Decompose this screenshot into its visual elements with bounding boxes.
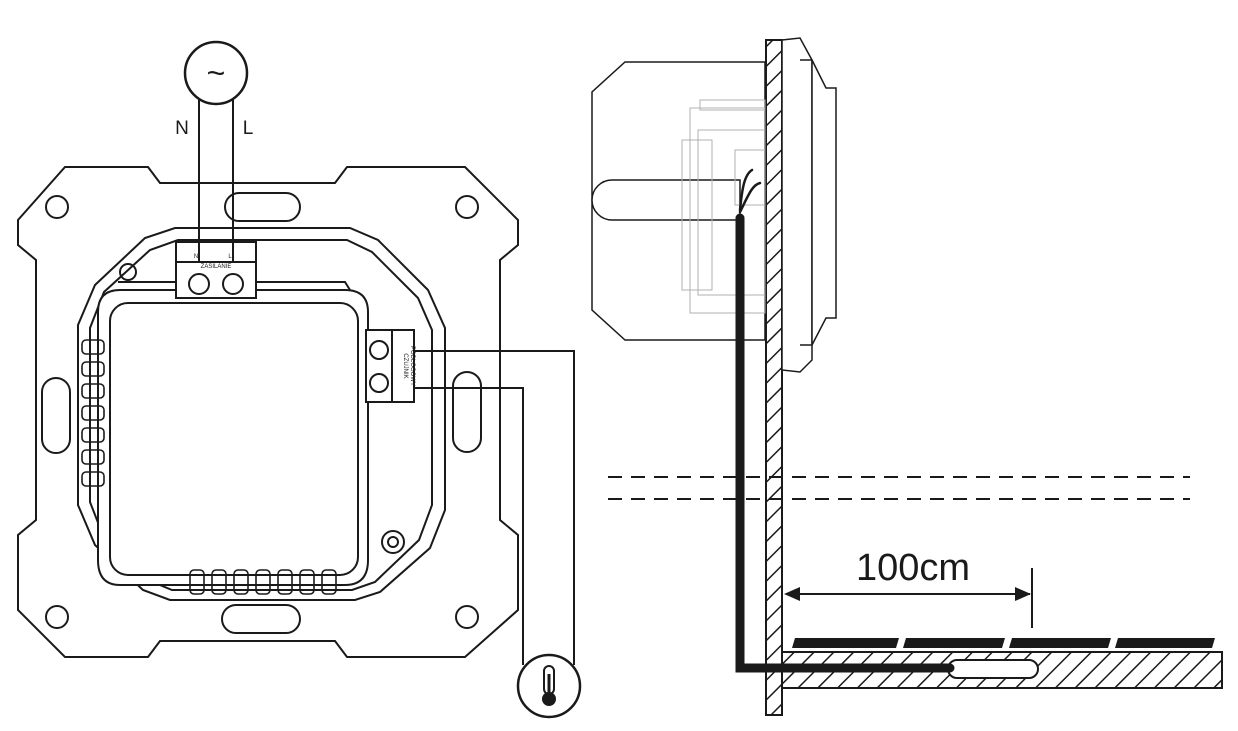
- terminal-label-sensor-1: CZUJNIK: [402, 353, 408, 378]
- screw-top-left: [119, 263, 137, 281]
- floor-sensor-probe: [947, 659, 1039, 679]
- frame-hole-br: [455, 605, 479, 629]
- screw-bottom-right: [381, 530, 405, 554]
- thermometer-icon: [516, 653, 582, 719]
- power-terminal-block: [175, 241, 257, 299]
- ac-symbol: ~: [207, 55, 226, 91]
- inner-mechanism: [681, 99, 766, 314]
- thermostat-back-view: [17, 166, 519, 658]
- front-frame: [781, 37, 813, 373]
- terminal-screw-sensor-1: [369, 340, 389, 360]
- distance-dimension: [784, 568, 1033, 628]
- sensor-cable: [735, 168, 955, 673]
- sensor-cable-lead-2: [738, 181, 762, 214]
- live-label: L: [243, 118, 254, 139]
- electronics-module: [97, 289, 369, 586]
- frame-slot-left: [41, 377, 71, 454]
- terminal-label-l: L: [228, 254, 232, 260]
- thermostat-side-view: [591, 37, 837, 373]
- terminal-label-power: ZASILANIE: [201, 264, 232, 270]
- dimension-arrow-left: [784, 587, 800, 601]
- terminal-labels: N L ZASILANIE CZUJNIK PODŁOGOWY: [194, 254, 415, 386]
- terminal-label-sensor-2: PODŁOGOWY: [409, 346, 415, 386]
- terminal-screw-sensor-2: [369, 373, 389, 393]
- sensor-cable-lead-1: [738, 168, 754, 212]
- terminal-label-n: N: [194, 254, 198, 260]
- frame-hole-tl: [45, 195, 69, 219]
- side-clips-bottom: [189, 569, 337, 595]
- front-cover: [811, 59, 837, 346]
- mounting-tube: [591, 179, 741, 221]
- frame-slot-right: [452, 371, 482, 453]
- sensor-cable-run: [735, 213, 955, 673]
- wall-section: [765, 39, 783, 716]
- cover-lip: [800, 59, 812, 346]
- frame-slot-top: [224, 192, 301, 222]
- section-break-lines: [608, 476, 1190, 500]
- terminal-screw-n: [188, 273, 210, 295]
- supply-wires: [198, 98, 234, 262]
- side-clips-left: [81, 339, 105, 487]
- screw-bottom-right-inner: [387, 536, 399, 548]
- terminal-screw-l: [222, 273, 244, 295]
- sensor-wire-2: [414, 387, 524, 665]
- neutral-label: N: [175, 118, 189, 139]
- frame-hole-bl: [45, 605, 69, 629]
- sensor-wires: [414, 350, 575, 665]
- frame-slot-bottom: [221, 604, 301, 634]
- sensor-terminal-block: [365, 329, 415, 403]
- thermostat-body-inner: [89, 239, 433, 591]
- floor-covering: [792, 638, 1215, 648]
- frame-hole-tr: [455, 195, 479, 219]
- distance-label: 100cm: [856, 547, 970, 589]
- dimension-arrow-right: [1015, 587, 1031, 601]
- ac-power-icon: ~: [183, 40, 249, 106]
- sensor-wire-1: [414, 350, 575, 665]
